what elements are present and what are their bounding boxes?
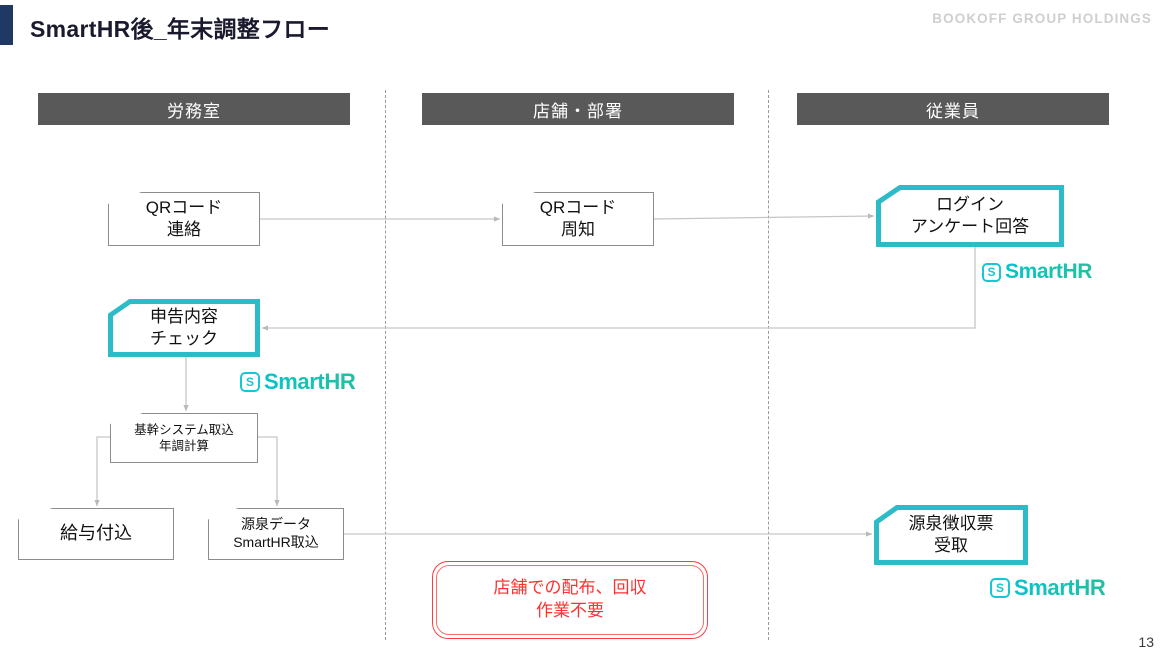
node-core-system-import[interactable]: 基幹システム取込 年調計算 [110,413,258,463]
brand-logo: BOOKOFF GROUP HOLDINGS [932,11,1152,26]
node-line-2: 連絡 [167,220,201,239]
node-line-1: QRコード [539,198,617,218]
node-text: 申告内容 チェック [108,299,260,357]
smarthr-mark-icon [982,262,1001,282]
lane-header-juugyouin: 従業員 [797,93,1109,125]
node-gensen-data-import[interactable]: 源泉データ SmartHR取込 [208,508,344,560]
node-line-1: ログイン [936,195,1004,215]
node-line-1: QRコード [145,198,223,218]
node-line-2: アンケート回答 [910,217,1030,236]
node-line-2: 周知 [561,220,595,239]
node-text: 基幹システム取込 年調計算 [111,414,257,462]
node-payroll-attach[interactable]: 給与付込 [18,508,174,560]
lane-divider-right [768,90,769,640]
lane-header-tenpo-busho: 店舗・部署 [422,93,734,125]
smarthr-mark-icon [990,578,1010,598]
node-shape [874,505,1028,565]
node-text: ログイン アンケート回答 [876,185,1064,247]
node-line-1: 源泉データ [241,516,311,533]
page-title: SmartHR後_年末調整フロー [30,16,331,42]
smarthr-wordmark: SmartHR [264,369,356,394]
callout-no-store-work: 店舗での配布、回収 作業不要 [432,561,708,639]
node-line-2: SmartHR取込 [233,534,319,550]
node-line-2: 受取 [934,536,968,555]
smarthr-mark-icon [240,372,260,392]
callout-line-1: 店舗での配布、回収 [493,578,647,598]
node-declaration-check[interactable]: 申告内容 チェック [108,299,260,357]
lane-header-roumushitsu: 労務室 [38,93,350,125]
node-line-1: 源泉徴収票 [908,514,994,534]
callout-line-2: 作業不要 [536,601,604,620]
smarthr-logo-login: SmartHR [982,260,1092,284]
smarthr-logo-slip: SmartHR [990,575,1106,601]
node-line-1: 給与付込 [60,523,132,544]
node-withholding-slip-receipt[interactable]: 源泉徴収票 受取 [874,505,1028,565]
page-number: 13 [1138,634,1154,650]
lane-header-label: 労務室 [167,101,221,121]
node-line-2: 年調計算 [158,439,209,453]
node-shape [876,185,1064,247]
node-line-1: 基幹システム取込 [134,423,234,437]
lane-divider-left [385,90,386,640]
node-line-1: 申告内容 [150,307,218,327]
title-accent-bar [0,5,13,45]
node-qr-code-notice[interactable]: QRコード 周知 [502,192,654,246]
node-text: QRコード 連絡 [109,193,259,245]
node-shape [108,299,260,357]
node-text: 源泉データ SmartHR取込 [209,509,343,559]
node-qr-code-contact[interactable]: QRコード 連絡 [108,192,260,246]
lane-header-label: 従業員 [926,101,980,121]
node-text: QRコード 周知 [503,193,653,245]
node-text: 源泉徴収票 受取 [874,505,1028,565]
node-text: 給与付込 [19,509,173,559]
smarthr-wordmark: SmartHR [1005,260,1093,283]
smarthr-wordmark: SmartHR [1014,575,1106,600]
node-login-questionnaire[interactable]: ログイン アンケート回答 [876,185,1064,247]
lane-header-label: 店舗・部署 [533,101,623,121]
node-line-2: チェック [150,329,218,348]
smarthr-logo-check: SmartHR [240,369,356,395]
